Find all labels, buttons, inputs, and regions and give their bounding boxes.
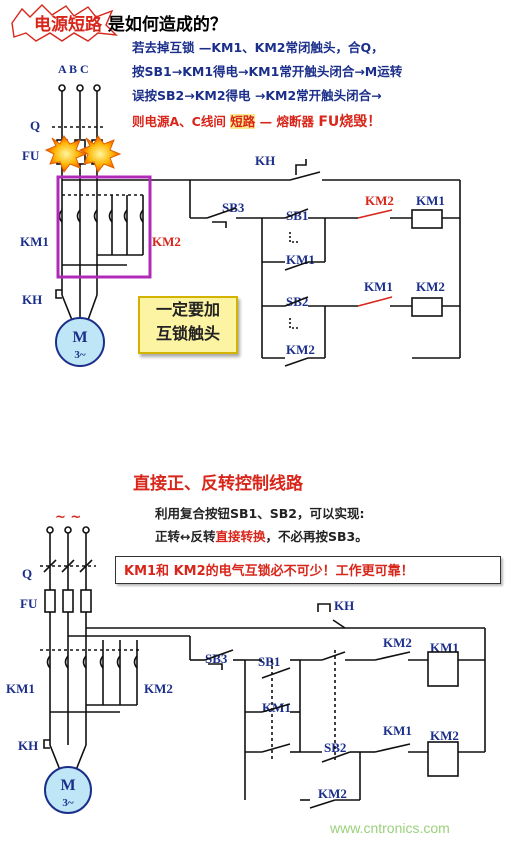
bottom-km2-coil-label: KM2 xyxy=(430,728,459,743)
top-line-4b: 短路 xyxy=(230,114,256,129)
top-km2-coil xyxy=(411,297,443,317)
top-km-contacts xyxy=(58,194,144,266)
title-burst-icon xyxy=(11,4,118,42)
bottom-desc-2a: 正转↔反转 xyxy=(155,529,216,544)
top-km1-interlock-contact xyxy=(357,296,393,307)
top-motor-label: M xyxy=(72,329,87,346)
bottom-motor-label: M xyxy=(60,777,75,794)
bottom-desc-2c: ，不必再按SB3。 xyxy=(265,529,368,544)
top-motor-icon xyxy=(55,317,105,367)
top-motor-phase: 3~ xyxy=(74,349,86,361)
phase-labels: A B C xyxy=(58,62,89,76)
top-km1-coil xyxy=(411,209,443,229)
bottom-tilde: ~ ~ xyxy=(55,510,82,525)
bottom-q-label: Q xyxy=(22,566,33,581)
top-title-black: 是如何造成的？ xyxy=(107,15,227,35)
top-line-3: 误按SB2→KM2得电 →KM2常开触头闭合→ xyxy=(132,88,382,103)
top-km1-self-label: KM1 xyxy=(286,252,315,267)
bottom-desc-1: 利用复合按钮SB1、SB2，可以实现: xyxy=(155,506,365,521)
top-km1-self-contact xyxy=(284,261,309,271)
bottom-sb2-contact xyxy=(321,751,351,763)
bottom-kh-label: KH xyxy=(18,738,39,753)
bottom-km1-self-contact xyxy=(261,703,291,713)
top-title: 电源短路 是如何造成的？ xyxy=(34,10,227,35)
top-km1-label: KM1 xyxy=(20,234,49,249)
top-sb3-contact xyxy=(206,207,237,219)
top-kh-element xyxy=(55,289,62,299)
bottom-desc-2: 正转↔反转直接转换，不必再按SB3。 xyxy=(155,526,368,545)
bottom-sb1-label: SB1 xyxy=(258,654,281,669)
bottom-km2-interlock-label: KM2 xyxy=(383,635,412,650)
top-line-4a: 则电源A、C线间 xyxy=(132,114,226,129)
top-terminal-b xyxy=(76,84,84,92)
bottom-fuse-a xyxy=(44,589,56,613)
interlock-box-text: KM1和 KM2的电气互锁必不可少！工作更可靠！ xyxy=(124,564,414,579)
top-sb2-contact xyxy=(284,296,309,307)
top-kh-contact xyxy=(289,171,321,181)
note-line-2: 互锁触头 xyxy=(155,324,220,343)
bottom-km-contacts xyxy=(40,640,142,713)
bottom-title: 直接正、反转控制线路 xyxy=(133,474,303,494)
top-flash-icon-a xyxy=(44,135,88,174)
top-km2-self-label: KM2 xyxy=(286,342,315,357)
bottom-km1-interlock-contact xyxy=(374,743,411,753)
top-flash-icon-c xyxy=(78,135,122,174)
top-sb1-contact xyxy=(284,208,309,219)
interlock-note: 一定要加 互锁触头 xyxy=(138,296,238,354)
top-km2-self-contact xyxy=(284,357,309,367)
top-km2-label: KM2 xyxy=(152,234,181,249)
bottom-km2-interlock-contact xyxy=(374,651,411,661)
top-kh-label: KH xyxy=(22,292,43,307)
bottom-motor-phase: 3~ xyxy=(62,797,74,809)
bottom-sb1-no-contact xyxy=(261,667,291,679)
top-line-4: 则电源A、C线间 短路 — 熔断器 FU烧毁！ xyxy=(132,111,381,131)
bottom-km2-self-label: KM2 xyxy=(318,786,347,801)
top-line-2: 按SB1→KM1得电→KM1常开触头闭合→M运转 xyxy=(132,64,403,79)
bottom-motor-icon xyxy=(44,766,92,814)
bottom-km1-label: KM1 xyxy=(6,681,35,696)
top-terminal-a xyxy=(58,84,66,92)
bottom-km1-coil xyxy=(427,651,459,687)
top-line-4c: — 熔断器 xyxy=(259,114,314,129)
bottom-fuse-b xyxy=(62,589,74,613)
top-kh-contact-label: KH xyxy=(255,153,276,168)
top-km1-coil-label: KM1 xyxy=(416,193,445,208)
top-q-label: Q xyxy=(30,118,41,133)
top-km2-coil-label: KM2 xyxy=(416,279,445,294)
bottom-km2-self-contact xyxy=(309,799,336,809)
bottom-sb1-nc-contact xyxy=(321,651,346,661)
bottom-sb1-nc-lower xyxy=(261,743,291,753)
top-km1-interlock-label: KM1 xyxy=(364,279,393,294)
watermark: www.cntronics.com xyxy=(330,820,450,836)
bottom-km2-label: KM2 xyxy=(144,681,173,696)
interlock-box: KM1和 KM2的电气互锁必不可少！工作更可靠！ xyxy=(115,556,501,584)
bottom-sb3-contact xyxy=(204,649,234,661)
top-contactor-frame xyxy=(56,175,152,279)
bottom-desc-2b: 直接转换 xyxy=(215,529,266,544)
top-km2-interlock-contact xyxy=(357,209,393,219)
bottom-fuse-c xyxy=(80,589,92,613)
top-fu-label: FU xyxy=(22,148,40,163)
bottom-km1-interlock-label: KM1 xyxy=(383,723,412,738)
top-km2-interlock-label: KM2 xyxy=(365,193,394,208)
top-line-4d: FU烧毁！ xyxy=(318,114,382,130)
bottom-kh-contact xyxy=(332,619,346,629)
bottom-kh-contact-label: KH xyxy=(334,598,355,613)
bottom-km2-coil xyxy=(427,741,459,777)
top-terminal-c xyxy=(93,84,101,92)
note-line-1: 一定要加 xyxy=(155,300,220,319)
top-title-red: 电源短路 xyxy=(34,15,102,35)
bottom-fu-label: FU xyxy=(20,596,38,611)
top-line-1: 若去掉互锁 —KM1、KM2常闭触头，合Q， xyxy=(132,40,384,55)
